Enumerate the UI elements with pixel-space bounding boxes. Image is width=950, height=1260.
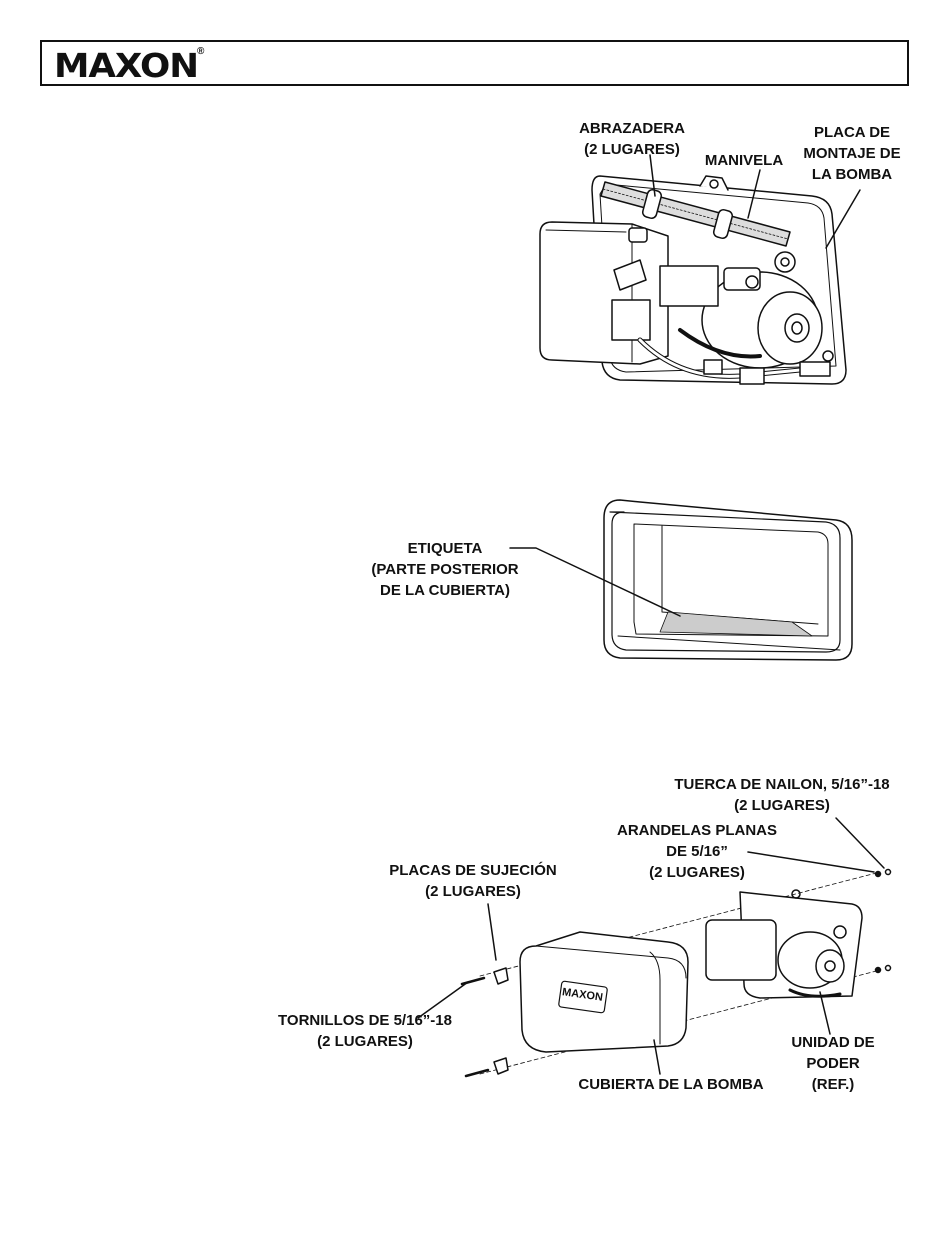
decal-leader xyxy=(509,547,681,617)
plate-leader xyxy=(825,189,861,249)
crank-leader xyxy=(747,169,761,219)
exploded-assembly-drawing xyxy=(460,868,892,1078)
retainer-leader xyxy=(487,903,497,961)
registered-mark: ® xyxy=(197,46,205,57)
crank-label: MANIVELA xyxy=(704,152,784,169)
pump-assembly-drawing xyxy=(539,175,847,385)
pump-cover-rear-drawing xyxy=(603,499,853,661)
nut-leader xyxy=(835,817,885,869)
clamp-2 xyxy=(712,209,734,239)
decal-label: ETIQUETA (PARTE POSTERIOR DE LA CUBIERTA… xyxy=(371,540,519,599)
nylon-nut-label: TUERCA DE NAILON, 5/16”-18 (2 LUGARES) xyxy=(674,776,890,814)
power-unit-label: UNIDAD DE PODER (REF.) xyxy=(791,1034,875,1093)
pump-cover-label: CUBIERTA DE LA BOMBA xyxy=(578,1076,764,1093)
clamp-1 xyxy=(641,189,663,219)
mounting-plate-label: PLACA DE MONTAJE DE LA BOMBA xyxy=(803,124,901,183)
flat-washer-label: ARANDELAS PLANAS DE 5/16” (2 LUGARES) xyxy=(616,822,777,881)
retainer-plates-label: PLACAS DE SUJECIÓN (2 LUGARES) xyxy=(389,862,557,900)
page-header: MAXON ® xyxy=(40,40,909,86)
cover-logo-plate xyxy=(558,980,608,1014)
bolt-leader xyxy=(417,981,469,1019)
washer-leader xyxy=(747,851,875,873)
decal xyxy=(659,611,813,637)
bolts-label: TORNILLOS DE 5/16”-18 (2 LUGARES) xyxy=(278,1012,452,1050)
clamp-leader xyxy=(649,154,656,197)
power-unit-leader xyxy=(819,991,831,1035)
clamp-label: ABRAZADERA (2 LUGARES) xyxy=(579,120,685,158)
maxon-logo: MAXON xyxy=(54,46,199,85)
reservoir xyxy=(539,221,669,365)
cover-leader xyxy=(653,1039,661,1075)
